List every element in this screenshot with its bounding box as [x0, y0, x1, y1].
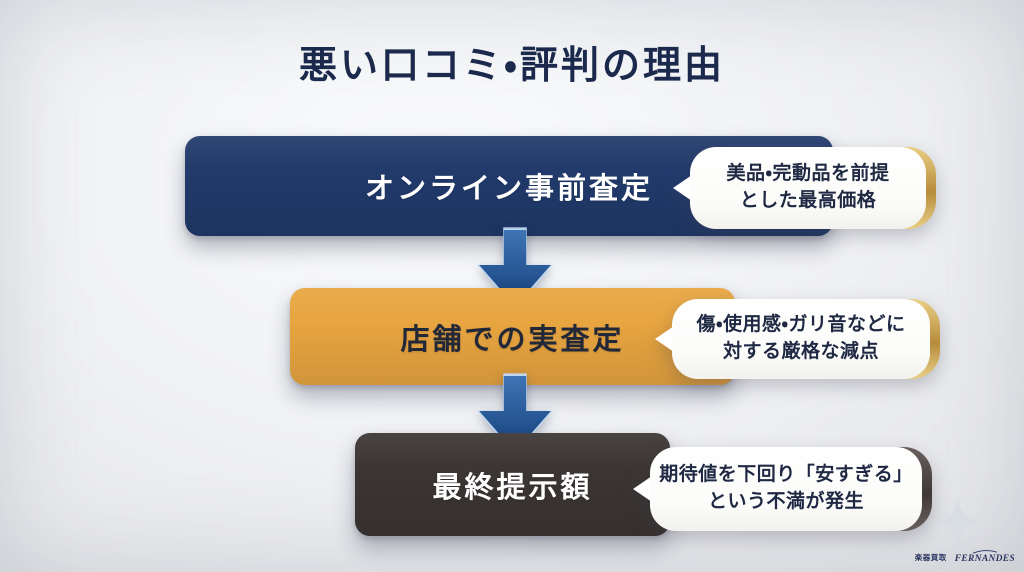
- brand-logo-jp-text: 楽器買取: [914, 552, 947, 562]
- step-callout-in-store-assessment: 傷・使用感・ガリ音などに 対する厳格な減点: [655, 299, 940, 379]
- callout-bubble: 期待値を下回り「安すぎる」 という不満が発生: [650, 447, 922, 531]
- brand-logo-en-wrap: FERNANDES: [954, 549, 1015, 565]
- callout-text-line: 期待値を下回り「安すぎる」: [659, 464, 913, 486]
- callout-tail: [673, 175, 692, 201]
- step-callout-final-offer: 期待値を下回り「安すぎる」 という不満が発生: [633, 447, 932, 531]
- brand-logo-en-text: FERNANDES: [954, 553, 1015, 564]
- page-title: 悪い口コミ・評判の理由: [299, 45, 725, 87]
- callout-bubble: 傷・使用感・ガリ音などに 対する厳格な減点: [672, 299, 930, 379]
- callout-tail: [633, 476, 652, 502]
- step-box-final-offer: 最終提示額: [355, 433, 670, 536]
- callout-text-line: という不満が発生: [707, 491, 864, 512]
- step-callout-online-pre-assessment: 美品・完動品を前提 とした最高価格: [673, 147, 936, 229]
- callout-frame: 美品・完動品を前提 とした最高価格: [673, 147, 936, 229]
- step-label: 店舗での実査定: [400, 323, 625, 356]
- callout-text-line: 対する厳格な減点: [722, 341, 879, 362]
- step-label: 最終提示額: [432, 471, 593, 504]
- step-box-in-store-assessment: 店舗での実査定: [290, 288, 735, 385]
- step-label: オンライン事前査定: [364, 173, 653, 205]
- brand-logo: 楽器買取 FERNANDES: [915, 548, 1015, 566]
- callout-bubble: 美品・完動品を前提 とした最高価格: [690, 147, 926, 229]
- callout-frame: 期待値を下回り「安すぎる」 という不満が発生: [633, 447, 932, 531]
- callout-text-line: 美品・完動品を前提: [726, 163, 890, 185]
- callout-text-line: とした最高価格: [739, 190, 877, 211]
- callout-tail: [655, 326, 674, 352]
- callout-frame: 傷・使用感・ガリ音などに 対する厳格な減点: [655, 299, 940, 379]
- sparkle-icon: [934, 496, 982, 548]
- logo-swoosh-icon: [972, 549, 998, 554]
- callout-text-line: 傷・使用感・ガリ音などに: [696, 314, 906, 336]
